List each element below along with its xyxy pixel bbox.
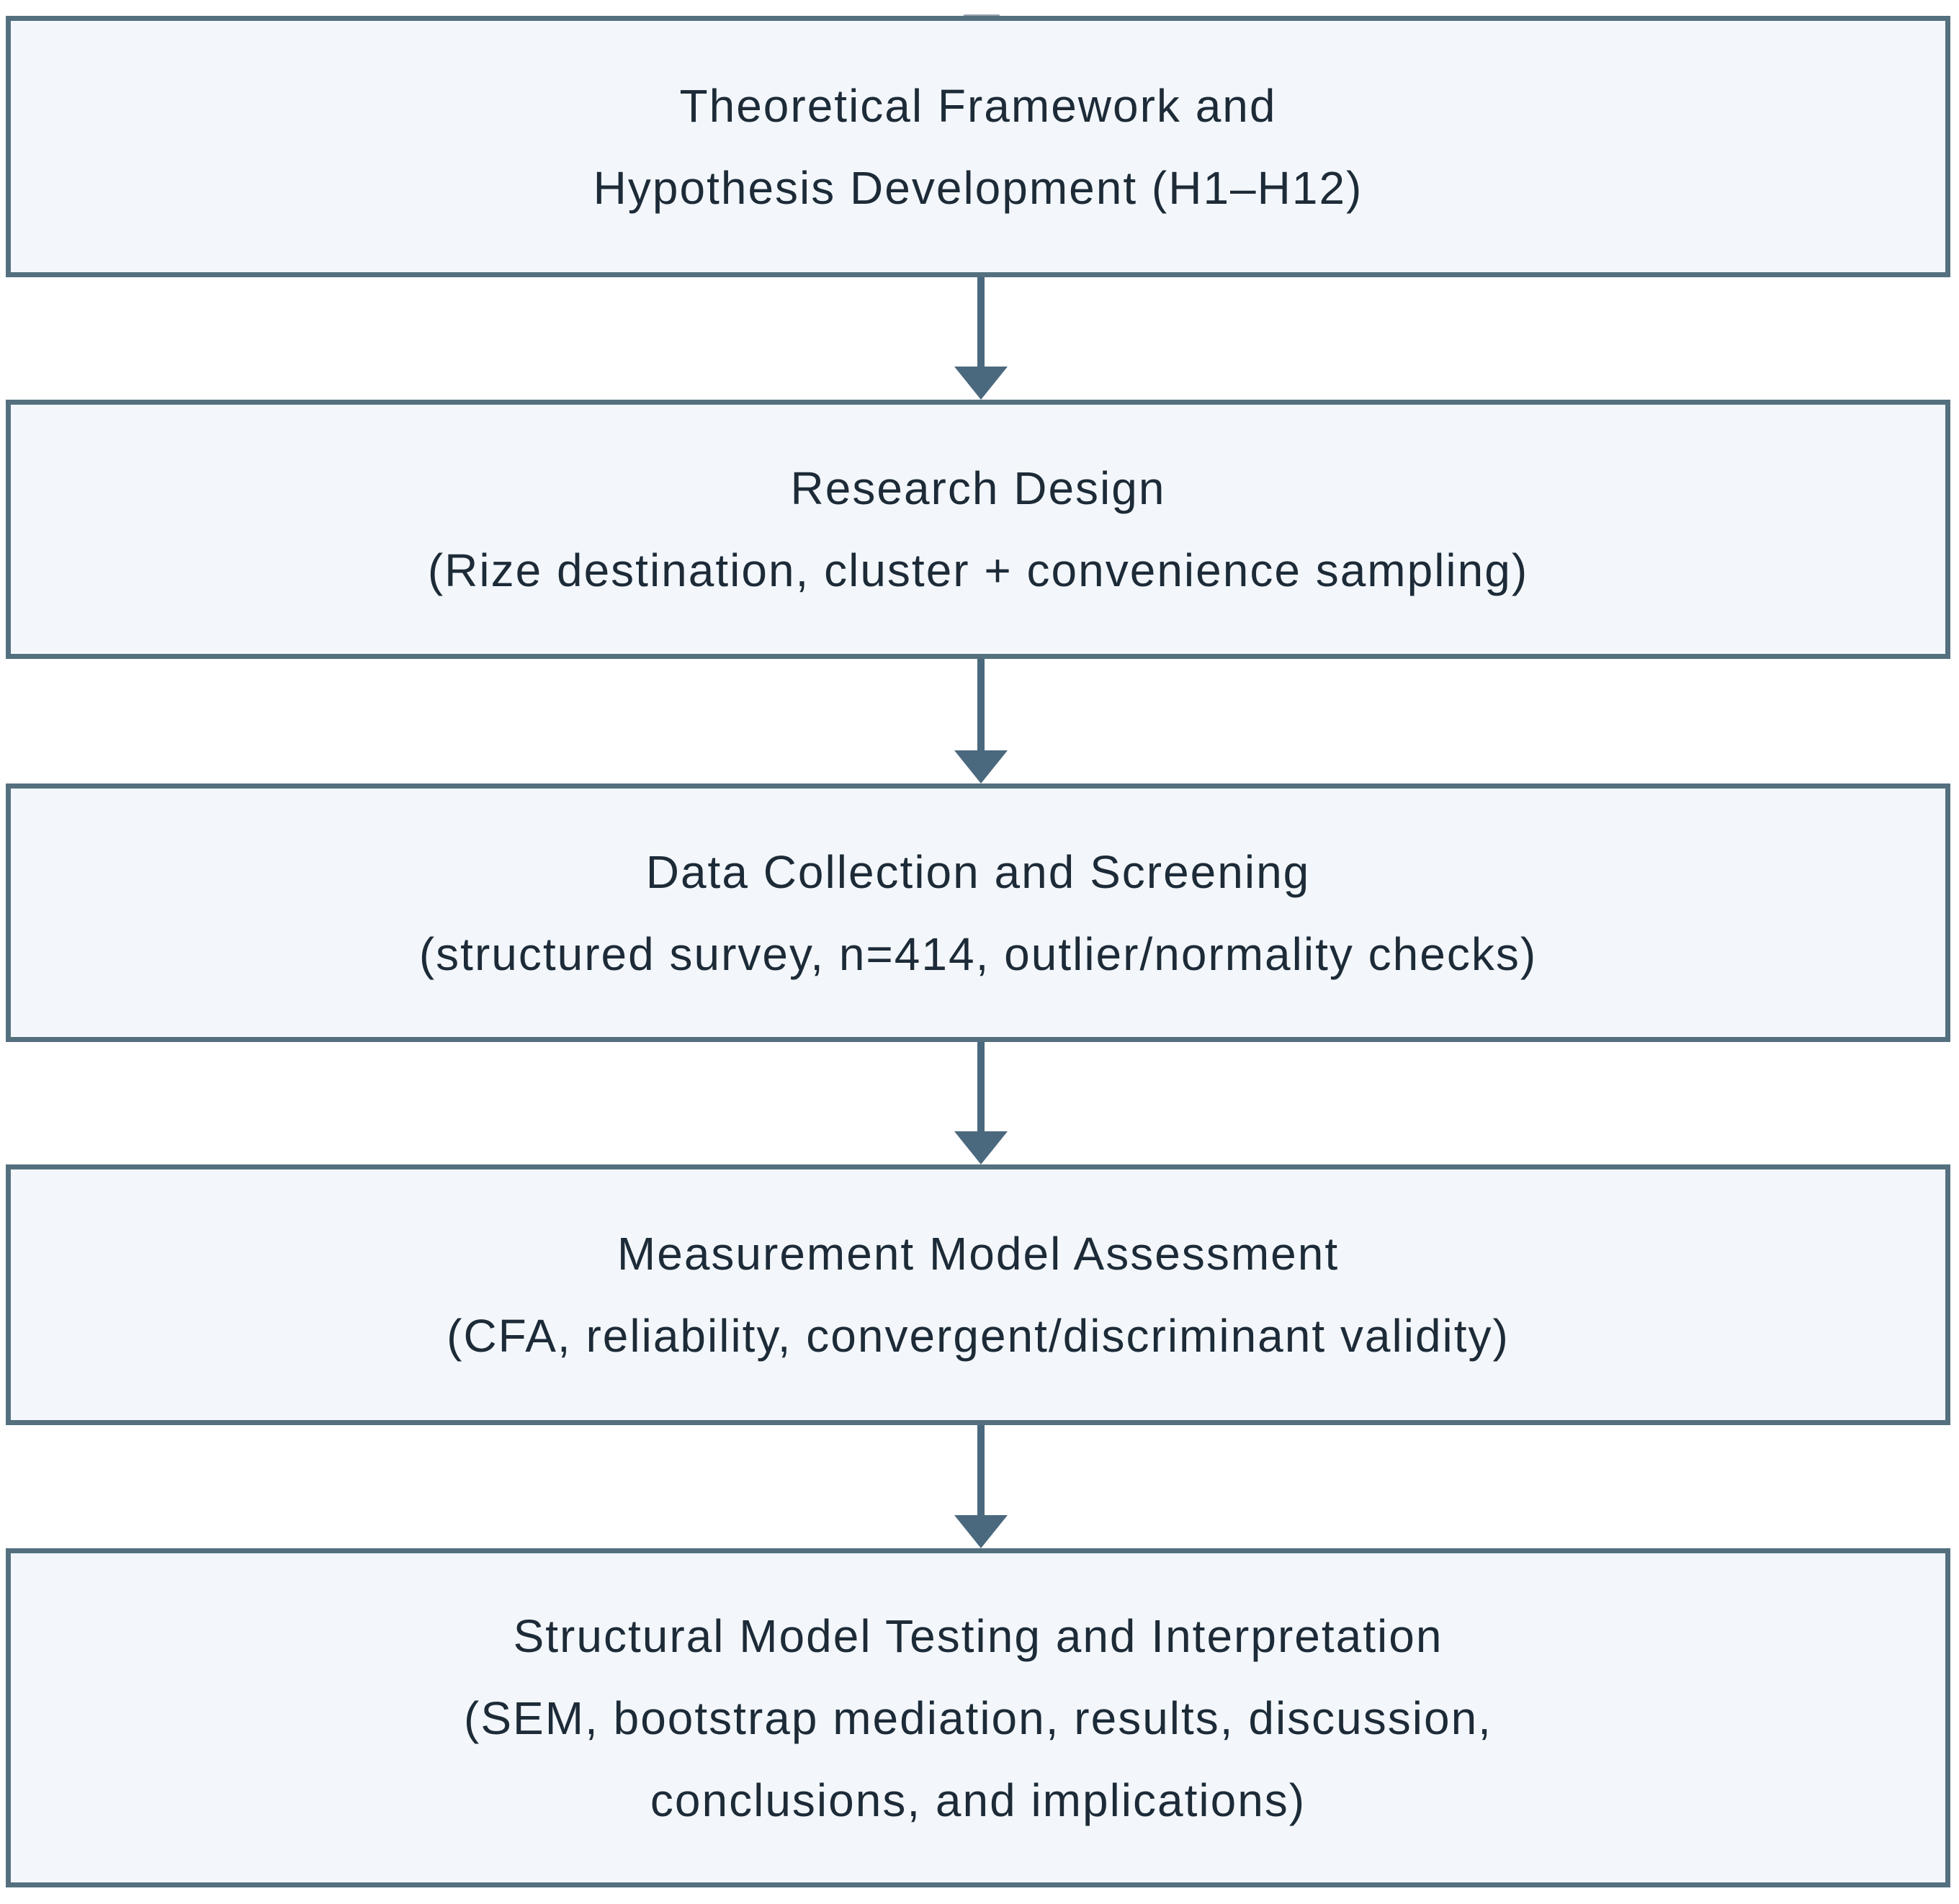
arrow-head bbox=[954, 750, 1008, 783]
step-subtitle: (structured survey, n=414, outlier/norma… bbox=[418, 928, 1538, 980]
arrow-stem bbox=[977, 1425, 985, 1515]
arrow-stem bbox=[977, 277, 985, 367]
step-title: Research Design bbox=[790, 462, 1166, 514]
arrow-stem bbox=[977, 659, 985, 750]
arrow-head bbox=[954, 1131, 1008, 1164]
down-arrow-icon bbox=[954, 1042, 1008, 1164]
arrow-stem bbox=[977, 1042, 985, 1131]
down-arrow-icon bbox=[954, 659, 1008, 783]
step-subtitle: (SEM, bootstrap mediation, results, disc… bbox=[464, 1692, 1492, 1744]
step-title: Measurement Model Assessment bbox=[617, 1228, 1340, 1280]
flow-step-research-design: Research Design (Rize destination, clust… bbox=[6, 400, 1950, 659]
flow-step-structural-model: Structural Model Testing and Interpretat… bbox=[6, 1548, 1950, 1887]
flow-step-data-collection: Data Collection and Screening (structure… bbox=[6, 783, 1950, 1042]
arrow-head bbox=[954, 1515, 1008, 1548]
step-title: Theoretical Framework and bbox=[679, 79, 1277, 132]
step-title: Structural Model Testing and Interpretat… bbox=[513, 1609, 1443, 1662]
flow-step-theoretical-framework: Theoretical Framework and Hypothesis Dev… bbox=[6, 16, 1950, 277]
step-subtitle: (Rize destination, cluster + convenience… bbox=[427, 544, 1529, 596]
down-arrow-icon bbox=[954, 277, 1008, 400]
down-arrow-icon bbox=[954, 1425, 1008, 1548]
step-subtitle: conclusions, and implications) bbox=[650, 1774, 1306, 1826]
arrow-head bbox=[954, 367, 1008, 400]
flow-step-measurement-model: Measurement Model Assessment (CFA, relia… bbox=[6, 1164, 1950, 1425]
step-subtitle: Hypothesis Development (H1–H12) bbox=[593, 161, 1363, 214]
step-subtitle: (CFA, reliability, convergent/discrimina… bbox=[447, 1310, 1510, 1362]
step-title: Data Collection and Screening bbox=[645, 845, 1311, 898]
